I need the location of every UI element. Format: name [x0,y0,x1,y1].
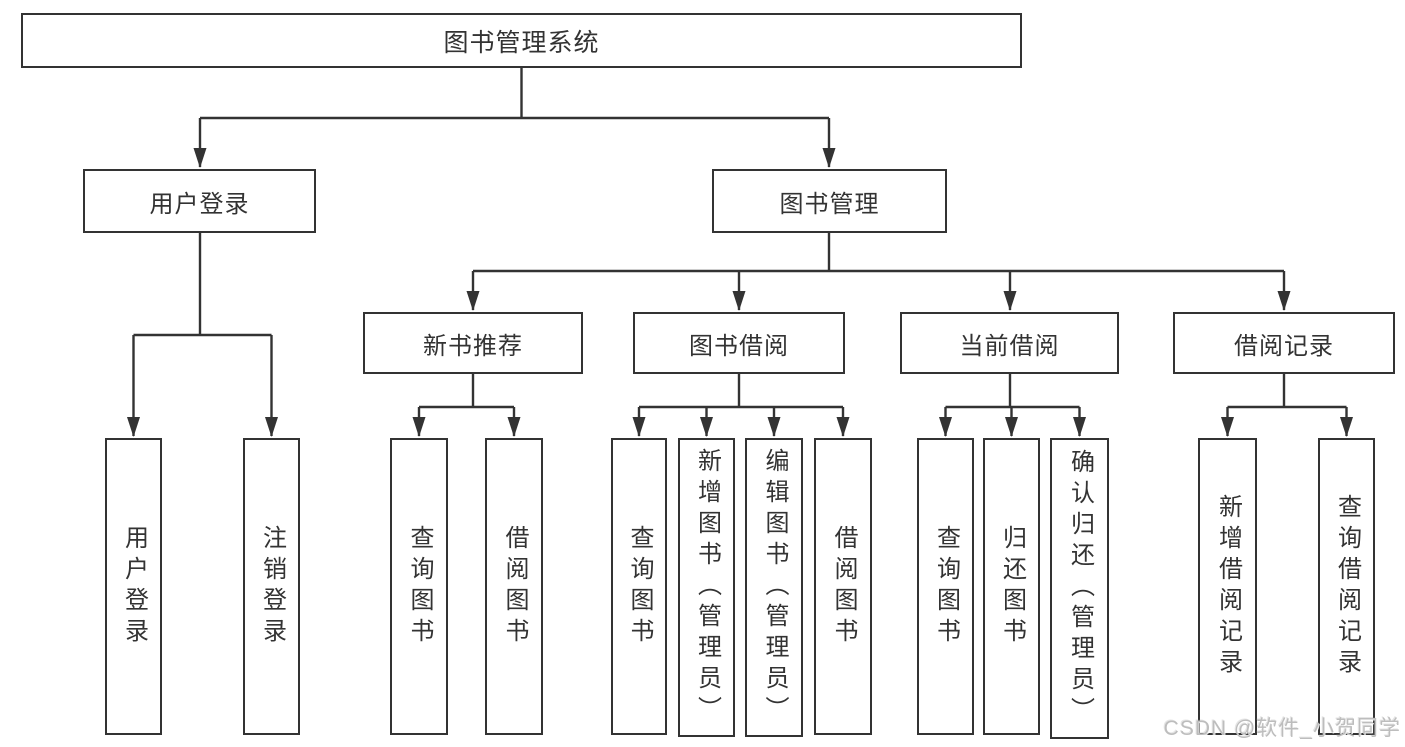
leaf-logout: 注销登录 [243,438,300,735]
leaf-return-book-label: 归还图书 [998,524,1026,649]
leaf-query-books-recommend-label: 查询图书 [406,524,433,649]
leaf-query-books-borrowing: 查询图书 [611,438,667,735]
node-user-login: 用户登录 [83,169,316,233]
leaf-query-books-recommend: 查询图书 [390,438,448,735]
leaf-user-login-label: 用户登录 [120,524,148,649]
node-borrowing-records: 借阅记录 [1173,312,1395,374]
leaf-borrow-books-recommend-label: 借阅图书 [501,524,528,649]
leaf-query-borrow-record-label: 查询借阅记录 [1333,493,1361,680]
node-library-management-system: 图书管理系统 [21,13,1022,68]
node-book-borrowing: 图书借阅 [633,312,845,374]
leaf-add-borrow-record-label: 新增借阅记录 [1214,493,1242,680]
leaf-add-book-admin-label: 新增图书（管理员） [693,448,721,727]
csdn-watermark: CSDN @软件_小贺同学 [1163,717,1401,740]
leaf-add-borrow-record: 新增借阅记录 [1198,438,1257,735]
leaf-return-book: 归还图书 [983,438,1040,735]
leaf-edit-book-admin-label: 编辑图书（管理员） [761,448,788,727]
leaf-query-books-current-label: 查询图书 [932,524,960,649]
leaf-borrow-books-borrowing: 借阅图书 [814,438,872,735]
leaf-confirm-return-admin: 确认归还（管理员） [1050,438,1109,739]
leaf-query-books-borrowing-label: 查询图书 [626,524,653,649]
node-current-borrowing: 当前借阅 [900,312,1119,374]
leaf-query-borrow-record: 查询借阅记录 [1318,438,1375,735]
leaf-confirm-return-admin-label: 确认归还（管理员） [1066,449,1094,728]
leaf-borrow-books-recommend: 借阅图书 [485,438,543,735]
node-book-management: 图书管理 [712,169,947,233]
leaf-add-book-admin: 新增图书（管理员） [678,438,735,737]
leaf-edit-book-admin: 编辑图书（管理员） [745,438,803,737]
leaf-user-login: 用户登录 [105,438,162,735]
leaf-logout-label: 注销登录 [258,524,286,649]
node-new-book-recommendation: 新书推荐 [363,312,583,374]
leaf-query-books-current: 查询图书 [917,438,974,735]
leaf-borrow-books-borrowing-label: 借阅图书 [830,524,857,649]
